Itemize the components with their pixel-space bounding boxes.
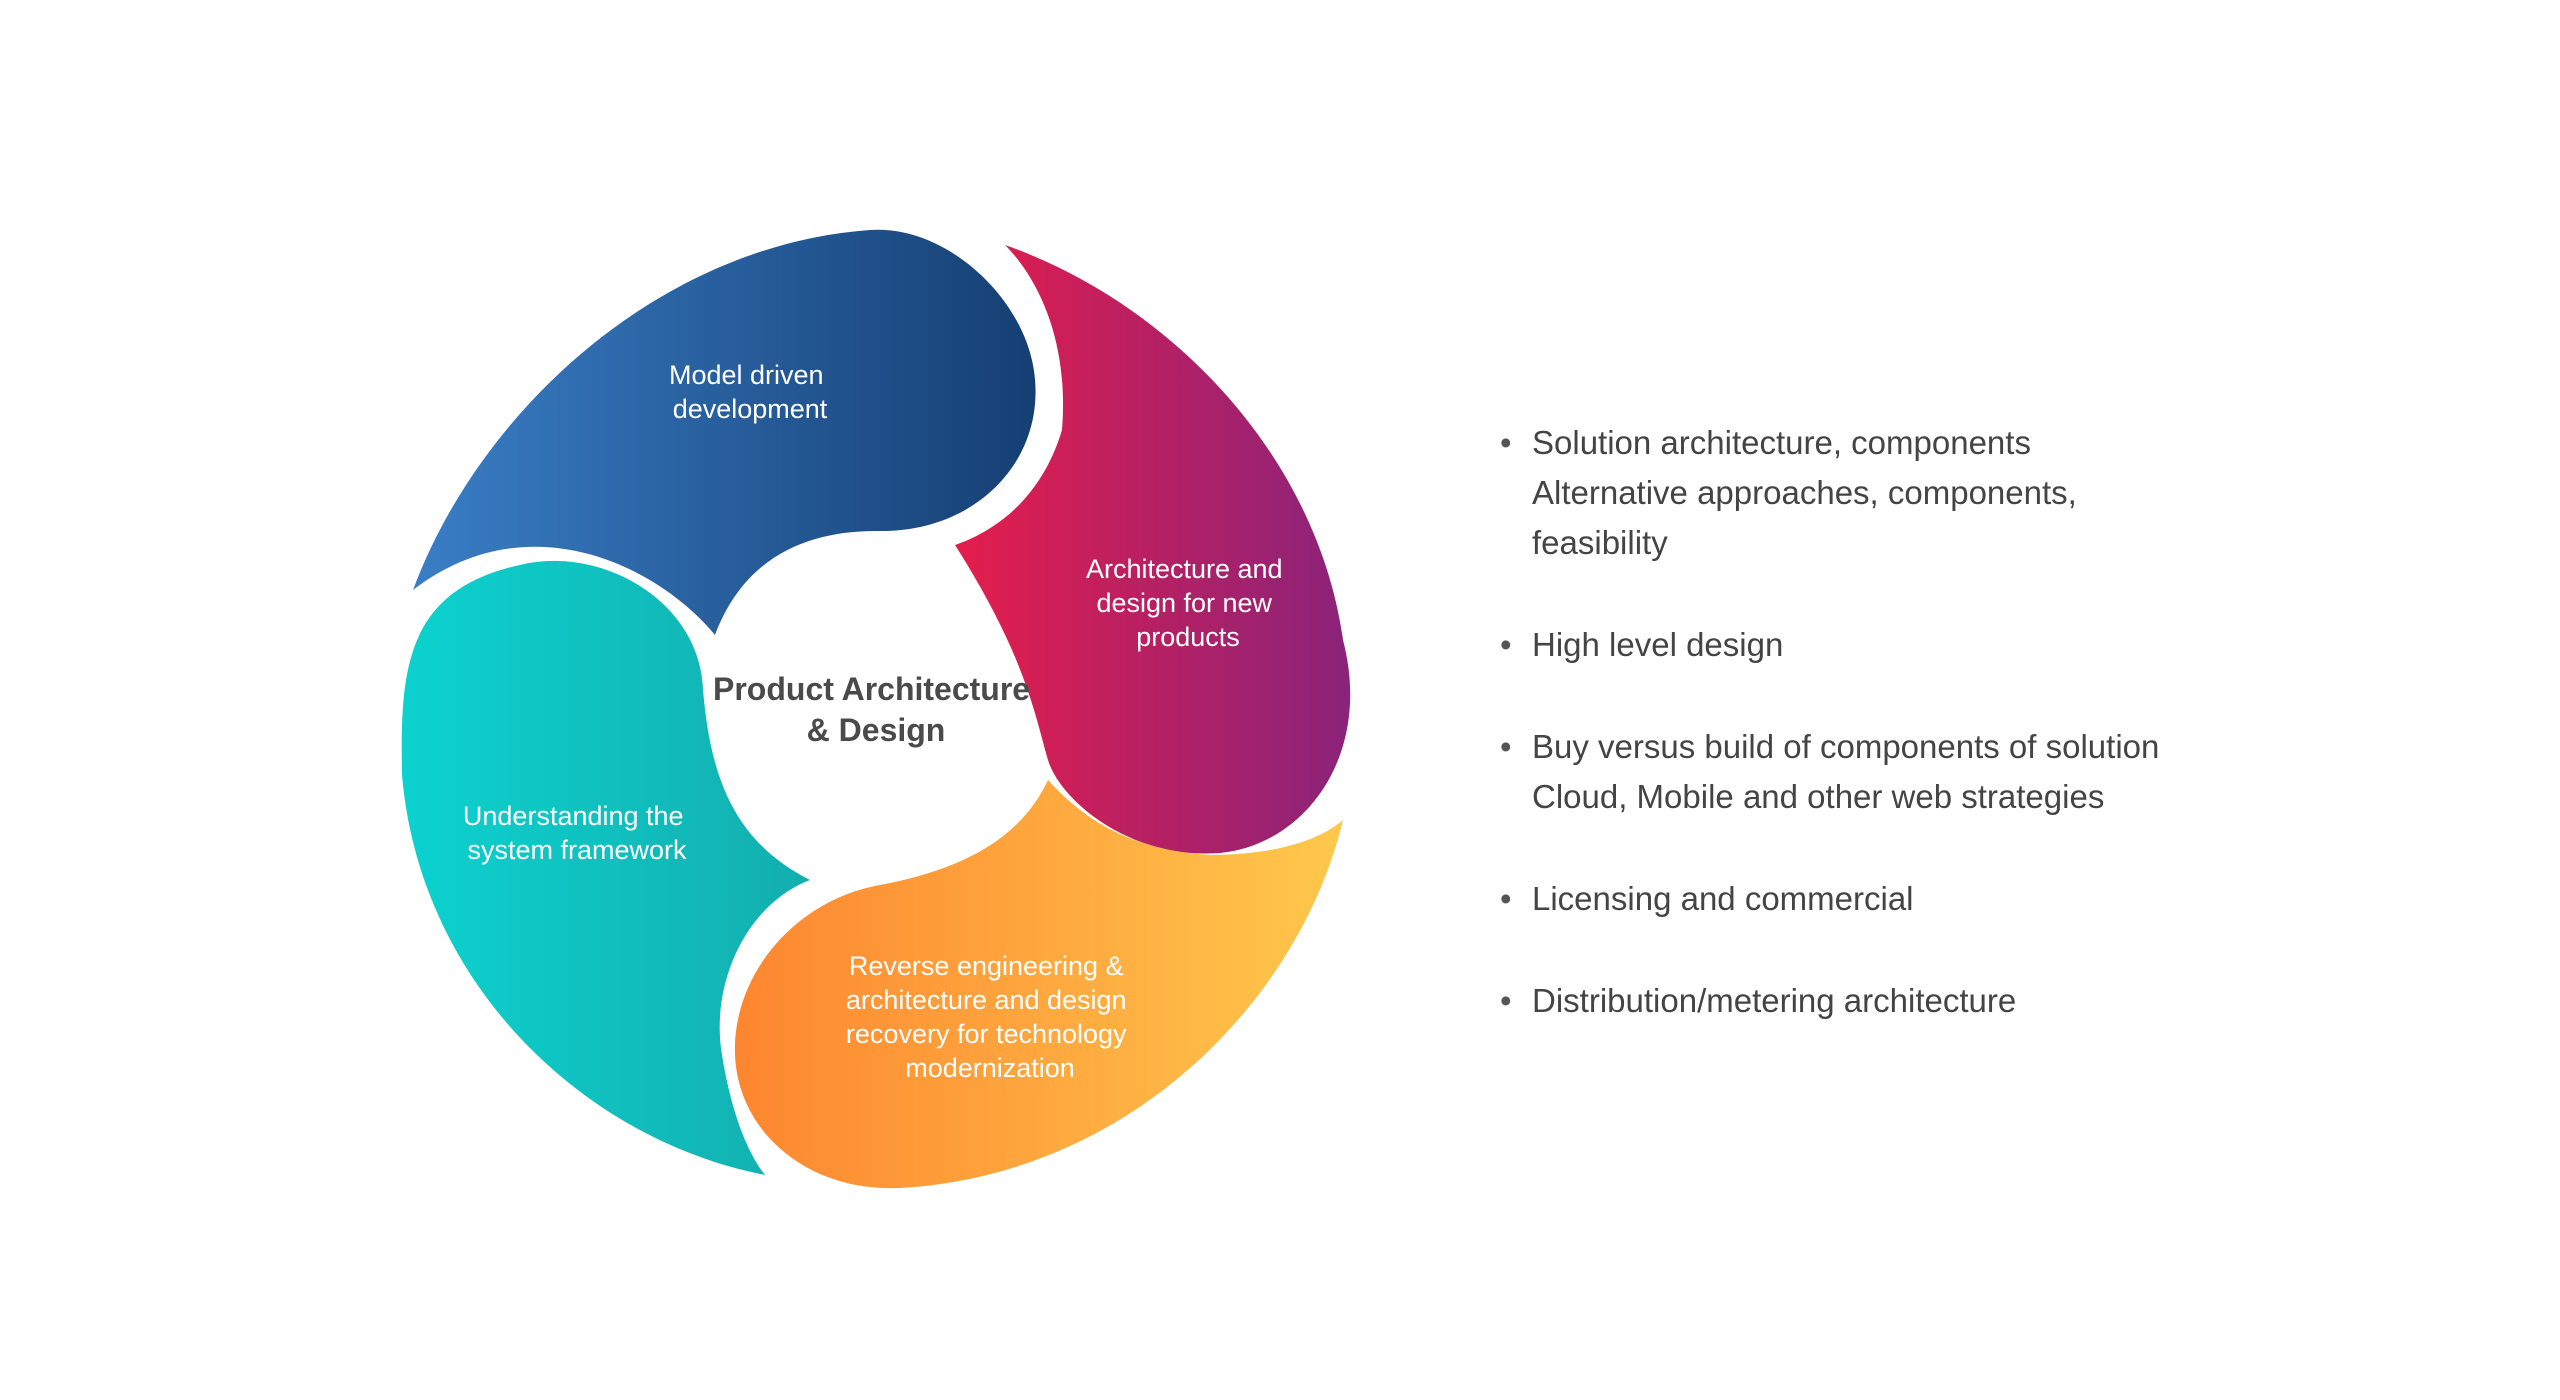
center-title: Product Architecture & Design [713,671,1039,748]
bullet-line: Distribution/metering architecture [1532,982,2017,1019]
bullet-dot: • [1500,728,1512,765]
bullet-item: • Distribution/metering architecture [1500,976,2400,1026]
bullet-line: Cloud, Mobile and other web strategies [1532,778,2105,815]
bullet-dot: • [1500,982,1512,1019]
petal-architecture-new-products [955,245,1351,854]
bullet-line: feasibility [1532,524,1668,561]
bullet-line: Alternative approaches, components, [1532,474,2077,511]
bullet-line: Buy versus build of components of soluti… [1532,728,2160,765]
bullet-line: Solution architecture, components [1532,424,2031,461]
bullet-item: • Buy versus build of components of solu… [1500,722,2400,822]
bullet-item: • Solution architecture, components Alte… [1500,418,2400,568]
petal-label-left: Understanding the system framework [463,801,691,865]
petal-label-right: Architecture and design for new products [1086,554,1290,652]
bullet-dot: • [1500,880,1512,917]
bullet-item: • High level design [1500,620,2400,670]
petal-reverse-engineering [734,780,1343,1189]
bullet-dot: • [1500,424,1512,461]
petal-model-driven-development [413,229,1036,636]
feature-bullet-list: • Solution architecture, components Alte… [1500,418,2400,1078]
bullet-item: • Licensing and commercial [1500,874,2400,924]
bullet-line: High level design [1532,626,1784,663]
bullet-dot: • [1500,626,1512,663]
petal-label-top: Model driven development [669,360,831,424]
bullet-line: Licensing and commercial [1532,880,1914,917]
petal-understanding-system-framework [401,560,810,1175]
petal-label-bottom: Reverse engineering & architecture and d… [846,951,1134,1083]
